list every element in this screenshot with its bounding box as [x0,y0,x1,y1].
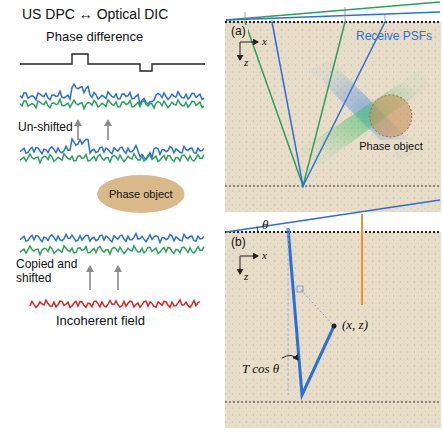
arrow [89,266,91,290]
point [332,324,337,329]
wavefront [226,200,440,232]
wave [20,84,204,104]
wavefront [226,12,440,20]
depth-line [225,402,441,403]
phase-label: Phase difference [46,30,143,45]
axis [240,42,258,43]
axis [240,256,241,274]
guide-line [301,290,334,326]
phase-step [20,54,205,71]
axis-label: z [244,56,248,69]
wave [20,154,204,163]
length-label: T cos θ [240,362,281,377]
node-text: Phase object [96,188,186,200]
node-text: Phase object [357,140,425,152]
arrow [77,120,79,140]
step-label: Un-shifted [18,121,73,135]
angle-arc [257,227,258,232]
node-outline [357,94,425,138]
circle [370,95,412,137]
ray-stub [245,7,385,22]
medium [225,22,441,212]
arrow [107,120,109,140]
wave [20,99,204,109]
point-label: (x, z) [340,318,370,333]
phase-object: Phase object [96,174,186,214]
psf-green [300,70,430,165]
surface [225,231,441,233]
axis-label: x [262,35,267,48]
ray [245,22,345,186]
guide-line [288,228,289,395]
axis-label: z [244,270,248,283]
depth-line [225,186,441,187]
panel-letter: (a) [229,25,248,39]
step-label: Copied and shifted [16,258,86,286]
panel-title: US DPC ↔ Optical DIC [22,6,168,22]
ellipse [97,175,185,213]
wave [20,234,204,243]
pointer [282,355,298,360]
receive-ray [361,214,363,305]
axis [240,42,241,60]
angle-label: θ [262,218,268,233]
transmit-path [288,228,334,395]
right-angle [297,286,303,292]
panel-letter: (b) [229,236,248,250]
surface [225,21,441,23]
arrow [117,266,119,290]
axis-label: x [262,249,267,262]
field-label: Incoherent field [56,314,145,329]
phase-object: Phase object [357,94,425,152]
axis [240,256,258,257]
wavefront [226,2,440,20]
wave [20,246,204,255]
wave [30,300,200,308]
psf-label: Receive PSFs [356,30,432,44]
